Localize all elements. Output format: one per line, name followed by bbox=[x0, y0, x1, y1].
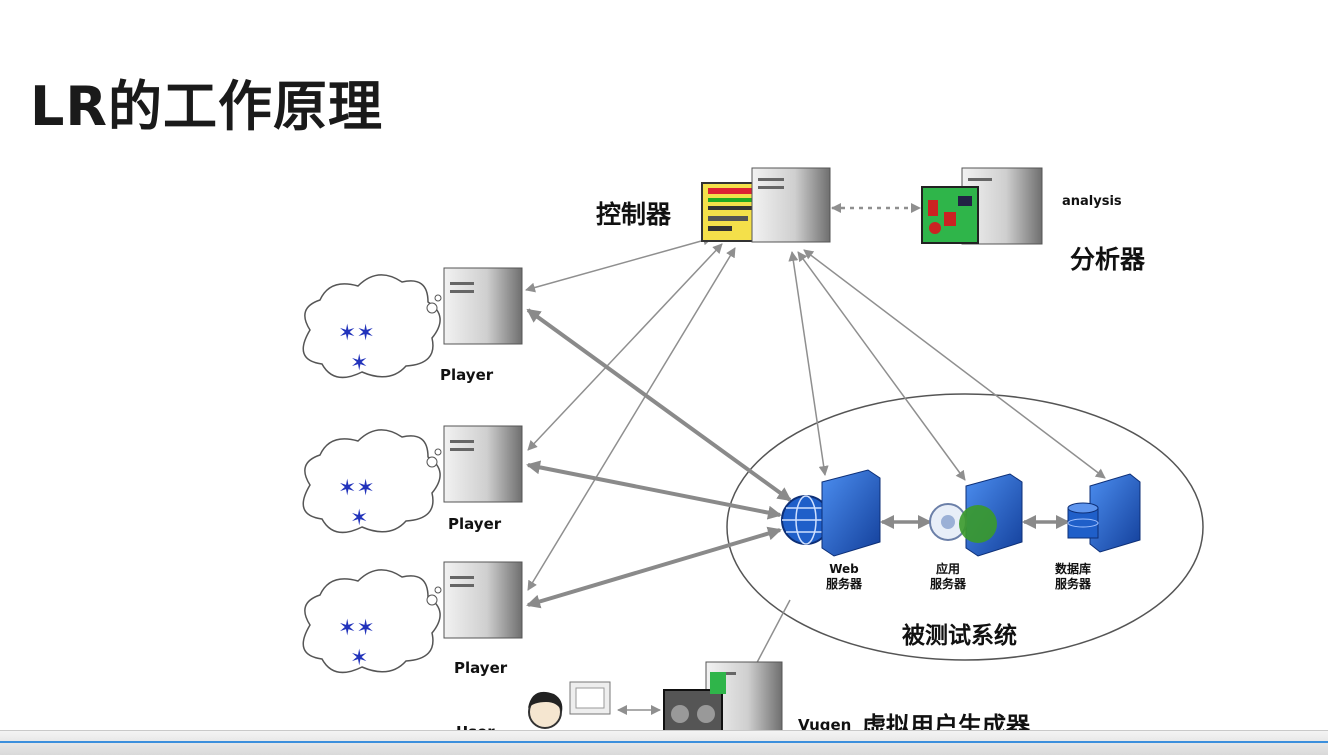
app-server-type: 服务器 bbox=[930, 577, 966, 592]
progress-line bbox=[0, 741, 1328, 743]
analysis-icon bbox=[922, 168, 1042, 244]
analysis-label-cn: 分析器 bbox=[1070, 240, 1145, 276]
db-server-type: 服务器 bbox=[1055, 577, 1091, 592]
controller-icon bbox=[702, 168, 830, 242]
player-label: Player bbox=[440, 366, 493, 384]
db-server-icon bbox=[1068, 474, 1140, 552]
app-server-label: 应用 服务器 bbox=[930, 562, 966, 592]
svg-text:✶: ✶ bbox=[350, 646, 368, 671]
svg-text:✶✶: ✶✶ bbox=[338, 476, 375, 501]
player-label: Player bbox=[448, 515, 501, 533]
db-server-name: 数据库 bbox=[1055, 562, 1091, 577]
svg-text:✶: ✶ bbox=[350, 506, 368, 531]
player-group-3: ✶✶ ✶ bbox=[303, 562, 522, 672]
svg-text:✶✶: ✶✶ bbox=[338, 616, 375, 641]
web-server-type: 服务器 bbox=[826, 577, 862, 592]
vugen-icon bbox=[664, 662, 782, 738]
analysis-label-en: analysis bbox=[1062, 194, 1122, 209]
svg-text:✶✶: ✶✶ bbox=[338, 321, 375, 346]
control-arrows bbox=[526, 238, 1105, 710]
player-label: Player bbox=[454, 659, 507, 677]
app-server-icon bbox=[930, 474, 1022, 556]
web-server-icon bbox=[782, 470, 880, 556]
app-server-name: 应用 bbox=[930, 562, 966, 577]
load-arrows bbox=[528, 310, 790, 605]
user-icon bbox=[528, 682, 610, 728]
web-server-name: Web bbox=[826, 562, 862, 577]
system-label: 被测试系统 bbox=[902, 616, 1017, 650]
controller-label: 控制器 bbox=[596, 195, 671, 231]
svg-text:✶: ✶ bbox=[350, 351, 368, 376]
player-group-1: ✶✶ ✶ bbox=[303, 268, 522, 377]
db-server-label: 数据库 服务器 bbox=[1055, 562, 1091, 592]
web-server-label: Web 服务器 bbox=[826, 562, 862, 592]
